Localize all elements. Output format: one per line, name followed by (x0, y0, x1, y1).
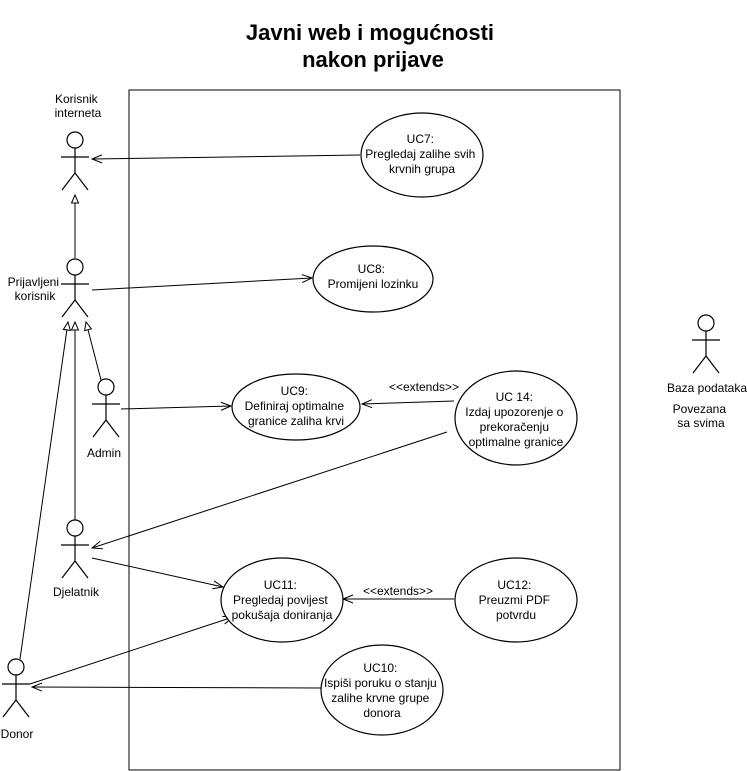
edge-uc14-uc9 (362, 401, 455, 404)
svg-text:UC7: Pregledaj zalihe sv: UC7: Pregledaj zalihe svih krvnih grupa (365, 132, 478, 176)
use-case-uc14: UC 14: Izdaj upozorenje o prekoračenju o… (454, 370, 578, 466)
svg-text:Baza podataka: Baza podataka (667, 381, 747, 395)
use-case-uc7: UC7: Pregledaj zalihe svih krvnih grupa (360, 112, 484, 198)
actor-korisnik-interneta: Korisnik interneta (55, 92, 102, 191)
use-case-uc12: UC12: Preuzmi PDF potvrdu (454, 557, 578, 643)
svg-text:UC10: Ispiši poruku o st: UC10: Ispiši poruku o stanju zalihe krvn… (324, 661, 440, 720)
extends-label-uc9-uc14: <<extends>> (389, 380, 459, 394)
edges (19, 155, 455, 688)
use-case-uc10: UC10: Ispiši poruku o stanju zalihe krvn… (320, 644, 444, 736)
svg-text:UC12: Preuzmi PDF: UC12: Preuzmi PDF potvrdu (479, 578, 554, 622)
diagram-title: Javni web i mogućnosti nakon prijave (246, 20, 500, 72)
use-case-uc8: UC8: Promijeni lozinku (312, 245, 434, 313)
actor-baza-podataka: Baza podataka Povezana sa svima (667, 314, 747, 430)
edge-djelatnik-uc11 (91, 557, 223, 587)
use-case-uc9: UC9: Definiraj optimalne granice zaliha … (231, 373, 361, 441)
svg-text:Admin: Admin (87, 446, 121, 460)
system-boundary (128, 89, 621, 771)
actor-admin: Admin (87, 378, 121, 460)
edge-uc14-djelatnik (92, 431, 448, 548)
edge-prijavljeni-uc8 (91, 278, 312, 291)
edge-uc10-donor (32, 687, 322, 688)
svg-text:UC8: Promijeni lozinku: UC8: Promijeni lozinku (328, 262, 419, 291)
extends-label-uc11-uc12: <<extends>> (363, 584, 433, 598)
svg-text:UC 14: Izdaj upozorenje: UC 14: Izdaj upozorenje o prekoračenju o… (465, 390, 566, 449)
svg-text:Korisnik interneta: Korisnik interneta (55, 92, 102, 120)
svg-text:Donor: Donor (1, 727, 34, 741)
actor-prijavljeni-korisnik: Prijavljeni korisnik (8, 258, 89, 318)
baza-note: Povezana sa svima (673, 402, 730, 430)
actor-djelatnik: Djelatnik (53, 519, 100, 599)
generalization-donor-prijavljeni (19, 322, 68, 660)
edge-donor-uc11 (29, 617, 233, 685)
use-case-uc11: UC11: Pregledaj povijest pokušaja donira… (220, 557, 344, 643)
svg-text:Prijavljeni korisnik: Prijavljeni korisnik (8, 275, 63, 303)
actor-donor: Donor (1, 658, 34, 741)
svg-text:UC11: Pregledaj povijest: UC11: Pregledaj povijest pokušaja donira… (232, 578, 333, 622)
edge-admin-uc9 (120, 406, 231, 409)
svg-text:UC9: Definiraj optimalne: UC9: Definiraj optimalne granice zaliha … (245, 384, 348, 428)
generalization-admin-prijavljeni (86, 322, 102, 381)
svg-text:Djelatnik: Djelatnik (53, 585, 100, 599)
edge-uc7-internet (92, 155, 361, 159)
